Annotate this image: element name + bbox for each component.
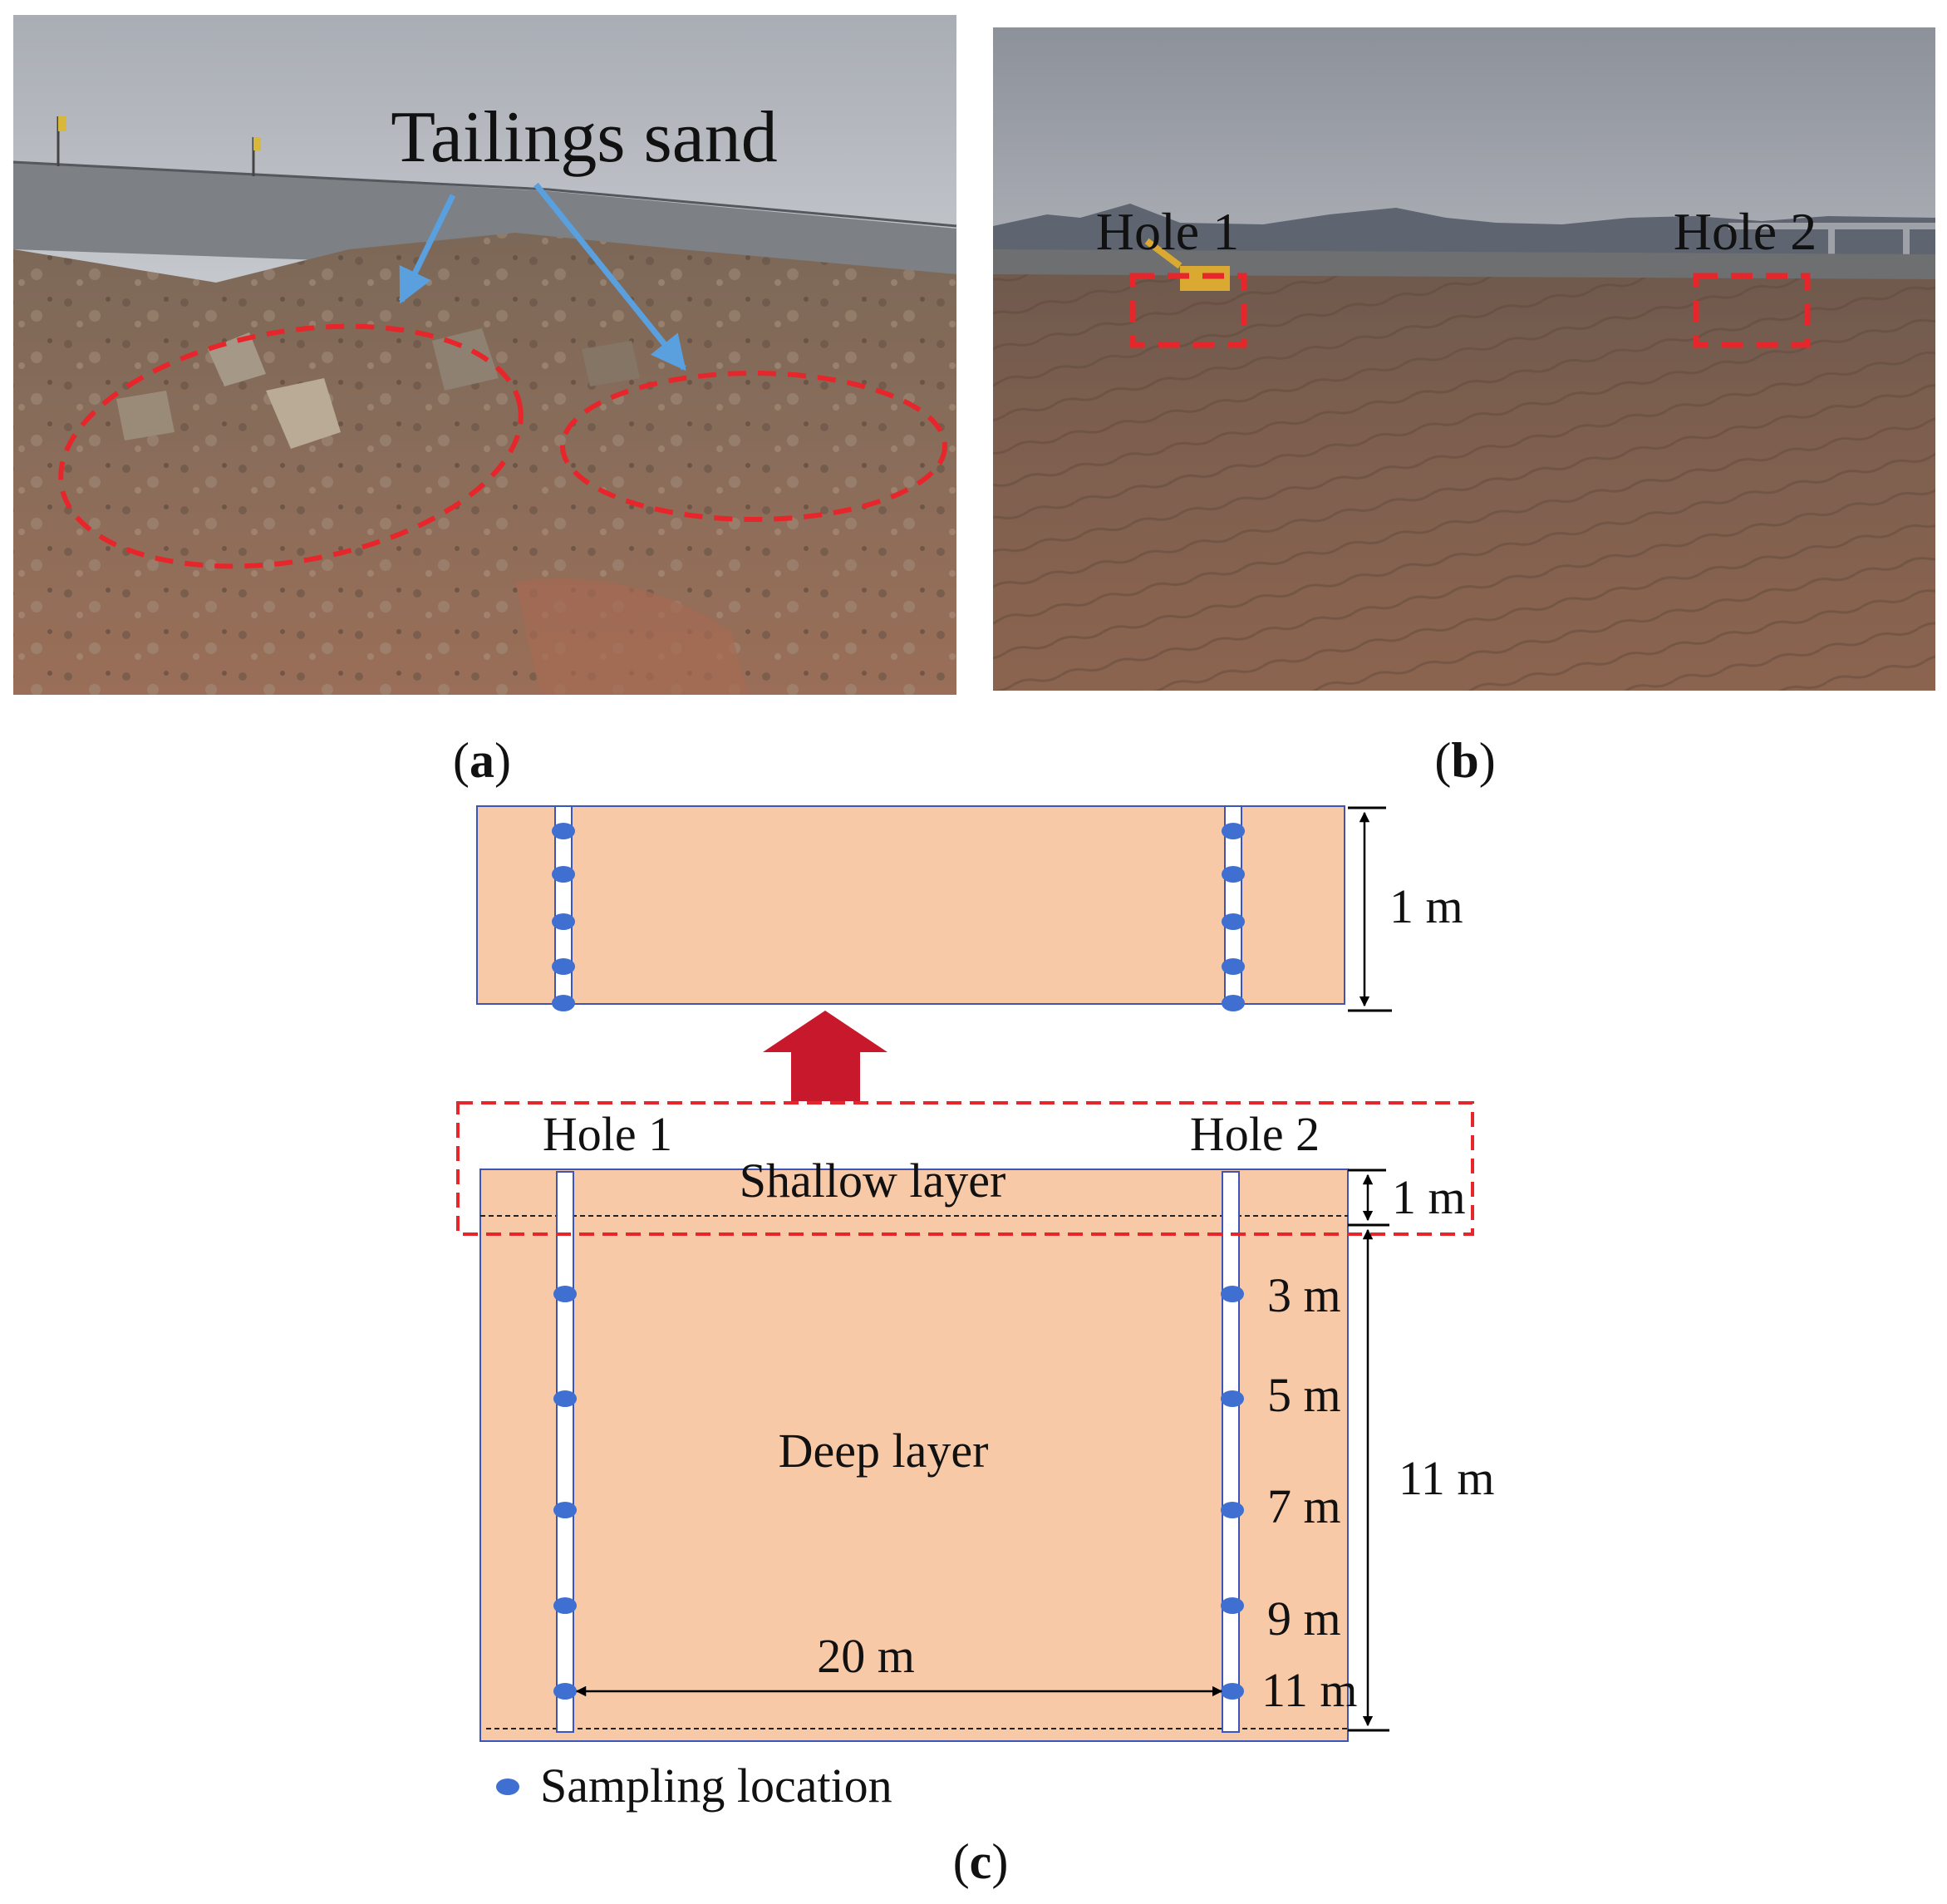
deep-profile-box	[479, 1168, 1349, 1742]
sampling-marker	[1221, 1286, 1244, 1302]
panel-letter-b: (b)	[1434, 733, 1495, 788]
hole1-column	[556, 1171, 574, 1733]
sampling-marker	[552, 958, 575, 975]
rock	[432, 328, 499, 391]
borehole-profile-diagram: 1 m Hole 1 Hole 2 Shallow layer Deep lay…	[456, 805, 1494, 1813]
callout-arrow	[398, 194, 456, 304]
sampling-marker	[552, 823, 575, 839]
deep-thickness-label: 11 m	[1399, 1451, 1494, 1505]
depth-label-7m: 7 m	[1267, 1479, 1341, 1533]
deep-layer-label: Deep layer	[779, 1424, 989, 1478]
callout-arrow	[533, 182, 686, 371]
hole2-label: Hole 2	[1674, 202, 1817, 261]
sampling-marker	[1221, 1502, 1244, 1518]
sampling-marker	[1222, 866, 1245, 883]
depth-label-11m: 11 m	[1261, 1663, 1357, 1717]
sampling-marker	[553, 1683, 577, 1700]
depth-label-5m: 5 m	[1267, 1368, 1341, 1422]
sampling-marker	[1222, 823, 1245, 839]
panel-letter-a: (a)	[453, 733, 511, 788]
sampling-marker	[552, 866, 575, 883]
rock	[116, 391, 175, 440]
sampling-marker	[552, 995, 575, 1011]
zoom-sampling-markers	[552, 823, 1245, 1011]
sampling-marker	[1221, 1683, 1244, 1700]
spacing-label: 20 m	[817, 1629, 915, 1683]
shallow-layer-highlight	[456, 1101, 1474, 1236]
hole1-label: Hole 1	[1096, 202, 1239, 261]
hole2-column	[1222, 1171, 1240, 1733]
tailings-region-highlight	[58, 323, 524, 569]
sampling-marker	[553, 1597, 577, 1614]
profile-sampling-markers	[553, 1286, 1244, 1700]
photo-borehole-site: Hole 1 Hole 2	[993, 27, 1935, 691]
shallow-layer-zoom-box	[476, 805, 1345, 1005]
shallow-zoom-thickness-label: 1 m	[1389, 879, 1463, 933]
panel-letter-c: (c)	[953, 1834, 1009, 1889]
photo-tailings-site: Tailings sand	[12, 15, 957, 695]
sampling-marker	[553, 1286, 577, 1302]
rock	[582, 341, 640, 386]
sampling-marker	[1222, 958, 1245, 975]
sampling-marker	[552, 913, 575, 930]
zoom-up-arrow	[763, 1011, 887, 1101]
rock	[266, 378, 341, 449]
shallow-layer-label: Shallow layer	[740, 1154, 1006, 1208]
legend-label: Sampling location	[540, 1759, 892, 1813]
sampling-marker	[1221, 1597, 1244, 1614]
sampling-marker	[553, 1502, 577, 1518]
sampling-marker	[1221, 1390, 1244, 1407]
tailings-region-highlight	[560, 371, 947, 522]
hole1-label-c: Hole 1	[543, 1107, 672, 1161]
depth-label-3m: 3 m	[1267, 1268, 1341, 1322]
tailings-sand-label: Tailings sand	[391, 97, 778, 178]
hole2-label-c: Hole 2	[1190, 1107, 1320, 1161]
hole1-location-box	[1129, 273, 1247, 348]
legend-marker	[496, 1779, 519, 1795]
sampling-marker	[553, 1390, 577, 1407]
depth-label-9m: 9 m	[1267, 1592, 1341, 1646]
hole2-location-box	[1693, 273, 1811, 348]
shallow-thickness-label: 1 m	[1392, 1170, 1466, 1224]
sampling-marker	[1222, 913, 1245, 930]
sampling-marker	[1222, 995, 1245, 1011]
